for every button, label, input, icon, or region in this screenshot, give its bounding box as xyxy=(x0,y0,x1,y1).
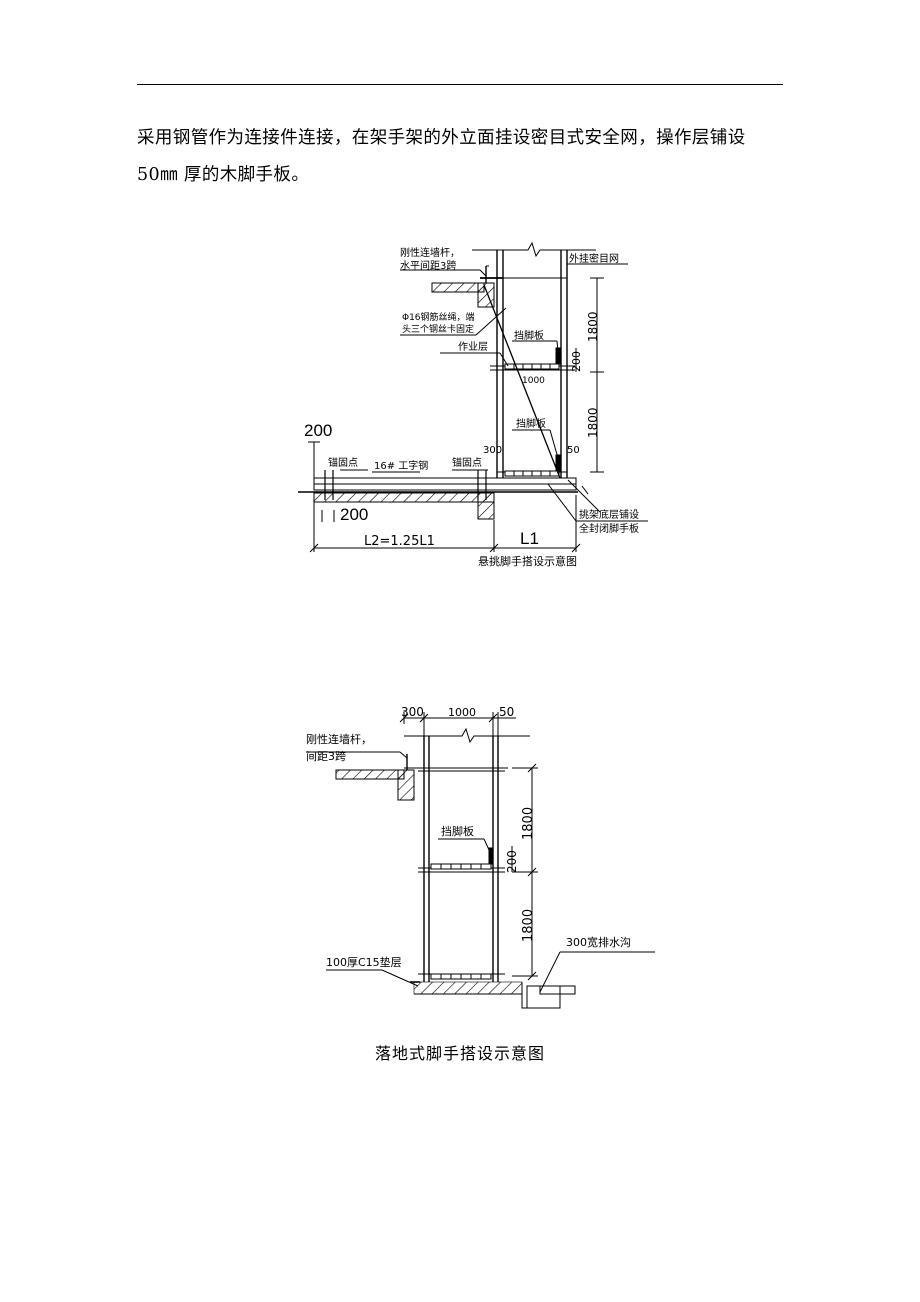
fig1-rope-label-2: 头三个钢丝卡固定 xyxy=(402,323,474,335)
fig1-dim-1000: 1000 xyxy=(522,376,545,386)
fig1-l2-label: L2=1.25L1 xyxy=(364,534,435,549)
fig1-bottom-label-1: 挑架底层铺设 xyxy=(579,508,639,521)
fig2-caption: 落地式脚手搭设示意图 xyxy=(374,1044,545,1063)
fig2-dim-300: 300 xyxy=(401,705,424,719)
fig1-wall-tie-label-2: 水平间距3跨 xyxy=(400,259,456,272)
fig2-dim-200: 200 xyxy=(505,850,519,873)
fig2-dim-1000: 1000 xyxy=(448,706,476,719)
fig1-rope-label-1: Φ16钢筋丝绳，端 xyxy=(402,311,475,323)
fig1-dim-lower-height: 1800 xyxy=(586,407,600,438)
fig2-dim-50: 50 xyxy=(499,705,514,719)
fig1-dim-50: 50 xyxy=(567,445,580,456)
fig1-l1-label: L1 xyxy=(520,529,539,548)
fig2-wall-tie-label-1: 刚性连墙杆， xyxy=(306,732,372,746)
fig2-drain-label: 300宽排水沟 xyxy=(566,935,631,949)
fig1-safety-net-label: 外挂密目网 xyxy=(569,252,619,265)
break-line-2 xyxy=(404,727,530,744)
body-paragraph: 采用钢管作为连接件连接，在架手架的外立面挂设密目式安全网，操作层铺设 50㎜ 厚… xyxy=(137,120,787,194)
fig2-base-label: 100厚C15垫层 xyxy=(326,955,402,969)
fig2-toe-board-label: 挡脚板 xyxy=(441,824,474,838)
fig2-dim-lower-height: 1800 xyxy=(521,909,536,942)
fig1-wall-tie-label-1: 刚性连墙杆， xyxy=(400,246,460,259)
fig1-steel-beam-label: 16# 工字钢 xyxy=(374,459,428,472)
fig1-dim-200: 200 xyxy=(570,351,583,372)
fig1-toe-board-upper-label: 挡脚板 xyxy=(514,329,544,342)
fig1-toe-board-lower-label: 挡脚板 xyxy=(516,417,546,430)
fig1-dim-300: 300 xyxy=(483,445,502,456)
fig1-dim-200-bottom: 200 xyxy=(340,505,368,524)
fig2-wall-tie-label-2: 间距3跨 xyxy=(306,750,346,763)
header-rule xyxy=(137,84,783,85)
paragraph-line-1: 采用钢管作为连接件连接，在架手架的外立面挂设密目式安全网，操作层铺设 xyxy=(137,128,746,148)
fig1-caption: 悬挑脚手搭设示意图 xyxy=(478,554,577,568)
figure-ground-scaffold xyxy=(306,712,655,1009)
paragraph-line-2: 50㎜ 厚的木脚手板。 xyxy=(137,165,310,185)
figure-cantilever-scaffold xyxy=(298,241,648,553)
figure-2-labels: 刚性连墙杆， 间距3跨 挡脚板 100厚C15垫层 300宽排水沟 300 10… xyxy=(306,705,631,969)
fig1-dim-200-top: 200 xyxy=(304,421,332,440)
fig2-dim-upper-height: 1800 xyxy=(521,807,536,840)
fig1-dim-upper-height: 1800 xyxy=(586,311,600,342)
fig1-anchor-right-label: 锚固点 xyxy=(452,457,482,469)
fig1-work-layer-label: 作业层 xyxy=(458,341,488,353)
fig1-bottom-label-2: 全封闭脚手板 xyxy=(579,522,639,535)
break-line xyxy=(472,241,596,258)
fig1-anchor-left-label: 锚固点 xyxy=(328,457,358,469)
figure-1-labels: 刚性连墙杆， 水平间距3跨 外挂密目网 Φ16钢筋丝绳，端 头三个钢丝卡固定 挡… xyxy=(304,246,639,568)
